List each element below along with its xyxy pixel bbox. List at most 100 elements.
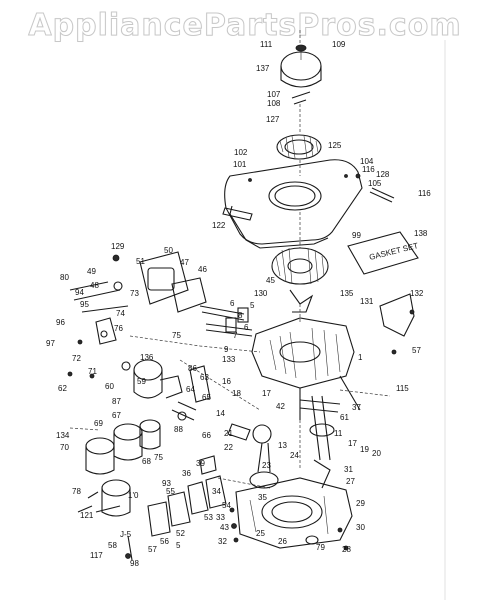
callout-c31: 31 bbox=[344, 465, 353, 474]
gasket-set-label: GASKET SET bbox=[368, 241, 419, 262]
callout-c122: 122 bbox=[212, 221, 226, 230]
callout-c6a: 6 bbox=[230, 299, 235, 308]
callout-c21: 21 bbox=[224, 429, 233, 438]
callout-c130: 130 bbox=[254, 289, 268, 298]
callout-c94: 94 bbox=[75, 288, 84, 297]
callout-c51: 51 bbox=[136, 257, 145, 266]
callout-c7: 7 bbox=[233, 331, 238, 340]
piston-assembly bbox=[85, 419, 161, 517]
callout-c11: 11 bbox=[334, 429, 343, 438]
oil-sump bbox=[235, 477, 353, 549]
callout-c20: 20 bbox=[372, 449, 381, 458]
callout-c17b: 17 bbox=[348, 439, 357, 448]
callout-c63: 63 bbox=[200, 373, 209, 382]
callout-c36: 36 bbox=[182, 469, 191, 478]
callout-c5a: 5 bbox=[250, 301, 255, 310]
callout-c57b: 57 bbox=[148, 545, 157, 554]
connecting-rod bbox=[227, 423, 279, 489]
callout-c52: 52 bbox=[176, 529, 185, 538]
callout-c58: 58 bbox=[108, 541, 117, 550]
bracket bbox=[222, 207, 253, 221]
callout-c45: 45 bbox=[266, 276, 275, 285]
callout-c30: 30 bbox=[356, 523, 365, 532]
callout-c121: 121 bbox=[80, 511, 94, 520]
callout-c1: 1 bbox=[358, 353, 363, 362]
cylinder-block bbox=[251, 317, 361, 420]
callout-c47: 47 bbox=[180, 258, 189, 267]
callout-c104: 104 bbox=[360, 157, 374, 166]
flywheel bbox=[271, 247, 329, 313]
callout-c56: 56 bbox=[160, 537, 169, 546]
callout-c50: 50 bbox=[164, 246, 173, 255]
carburetor bbox=[121, 359, 183, 399]
callout-c37: 37 bbox=[352, 403, 361, 412]
callout-c17: 17 bbox=[262, 389, 271, 398]
callout-c24: 24 bbox=[290, 451, 299, 460]
callout-c115: 115 bbox=[396, 384, 409, 393]
callout-c132: 132 bbox=[410, 289, 424, 298]
callout-c26: 26 bbox=[278, 537, 287, 546]
callout-c35b: 35 bbox=[258, 493, 267, 502]
callout-c54: 54 bbox=[222, 501, 231, 510]
callout-c88: 88 bbox=[174, 425, 183, 434]
callout-c129: 129 bbox=[111, 242, 125, 251]
callout-c99: 99 bbox=[352, 231, 361, 240]
throttle-linkage bbox=[69, 281, 129, 345]
callout-c97: 97 bbox=[46, 339, 55, 348]
callout-c116a: 116 bbox=[362, 165, 375, 174]
callout-c6b: 6 bbox=[244, 323, 249, 332]
callout-c78: 78 bbox=[72, 487, 81, 496]
callout-c46: 46 bbox=[198, 265, 207, 274]
callout-c67: 67 bbox=[112, 411, 121, 420]
callout-c107: 107 bbox=[267, 90, 281, 99]
callout-c60: 60 bbox=[105, 382, 114, 391]
callout-c136: 136 bbox=[140, 353, 154, 362]
callout-c65: 65 bbox=[202, 393, 211, 402]
callout-c72: 72 bbox=[72, 354, 81, 363]
callout-c33: 33 bbox=[216, 513, 225, 522]
callout-c53: 53 bbox=[204, 513, 213, 522]
callout-c64: 64 bbox=[186, 385, 195, 394]
watermark: AppliancePartsPros.com bbox=[28, 8, 462, 44]
callout-c86: 86 bbox=[188, 364, 197, 373]
callout-c43: 43 bbox=[220, 523, 229, 532]
callout-c61: 61 bbox=[340, 413, 349, 422]
callout-c111: 111 bbox=[260, 40, 273, 49]
callout-c62: 62 bbox=[58, 384, 67, 393]
callout-c133: 133 bbox=[222, 355, 236, 364]
callout-c22: 22 bbox=[224, 443, 233, 452]
callout-c35: J-5 bbox=[120, 530, 132, 539]
callout-c125: 125 bbox=[328, 141, 342, 150]
air-cleaner-base bbox=[139, 251, 207, 313]
callout-c74: 74 bbox=[116, 309, 125, 318]
recoil-starter bbox=[280, 44, 322, 105]
valve-train bbox=[199, 305, 253, 337]
callout-c13: 13 bbox=[278, 441, 287, 450]
callout-c79: 79 bbox=[316, 543, 325, 552]
callout-c76: 76 bbox=[114, 324, 123, 333]
governor-linkage bbox=[171, 365, 211, 421]
callout-c108: 108 bbox=[267, 99, 281, 108]
callout-c59: 59 bbox=[137, 377, 146, 386]
callout-c25: 25 bbox=[256, 529, 265, 538]
callout-c34: 34 bbox=[212, 487, 221, 496]
callout-c80: 80 bbox=[60, 273, 69, 282]
callout-c70: 70 bbox=[60, 443, 69, 452]
callout-c68: 68 bbox=[142, 457, 151, 466]
callout-c138: 138 bbox=[414, 229, 428, 238]
callout-c18: 18 bbox=[232, 389, 241, 398]
callout-c49: 49 bbox=[87, 267, 96, 276]
callout-c5b: 5 bbox=[176, 541, 181, 550]
callout-c39: 39 bbox=[196, 459, 205, 468]
assembly-guides bbox=[69, 30, 391, 489]
callout-c135: 135 bbox=[340, 289, 354, 298]
callout-c71: 71 bbox=[88, 367, 97, 376]
callout-c29: 29 bbox=[356, 499, 365, 508]
callout-c131: 131 bbox=[360, 297, 374, 306]
callout-c57a: 57 bbox=[412, 346, 421, 355]
callout-c127: 127 bbox=[266, 115, 280, 124]
callout-c27: 27 bbox=[346, 477, 355, 486]
callout-c23: 23 bbox=[262, 461, 271, 470]
callout-c55: 55 bbox=[166, 487, 175, 496]
